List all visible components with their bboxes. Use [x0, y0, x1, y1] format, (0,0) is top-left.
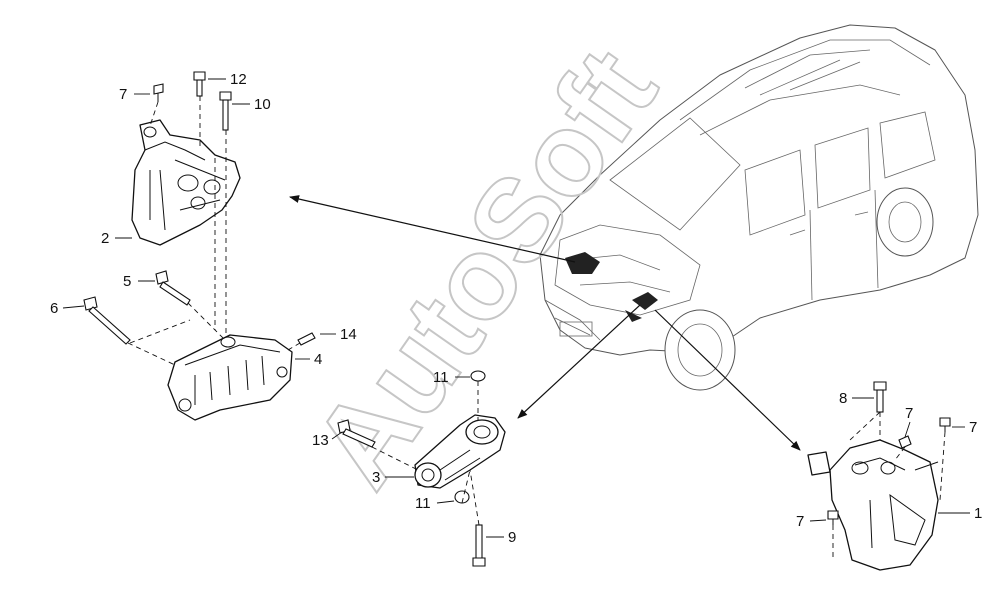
- callout-11-lower: 11: [415, 495, 431, 512]
- bolt-8: [873, 381, 887, 413]
- callout-7-top-left: 7: [119, 86, 127, 103]
- vehicle-illustration: [539, 24, 979, 391]
- bolt-6: [83, 296, 131, 345]
- leader-lines: [62, 78, 970, 538]
- engine-mount-bracket-2: [131, 119, 241, 246]
- torque-rod-3: [414, 414, 506, 489]
- callout-12: 12: [230, 71, 247, 88]
- callout-7-right-bottom: 7: [796, 513, 804, 530]
- callout-6: 6: [50, 300, 58, 317]
- callout-labels: 7 12 10 2 5 6 14 4 11 13 3 11 9 8 7 7 7 …: [50, 71, 982, 546]
- bolt-5: [155, 270, 191, 306]
- bolt-7-right-a: [898, 435, 912, 449]
- nut-11-upper: [470, 370, 486, 382]
- bolt-7-upper-left: [153, 83, 164, 102]
- pointer-arrows: [289, 195, 801, 451]
- bolt-12: [193, 71, 206, 97]
- bolt-10: [219, 91, 232, 131]
- callout-1: 1: [974, 505, 982, 522]
- callout-4: 4: [314, 351, 322, 368]
- transmission-bracket-4: [167, 334, 293, 421]
- callout-3: 3: [372, 469, 380, 486]
- bolt-9: [472, 524, 486, 567]
- callout-8: 8: [839, 390, 847, 407]
- bolt-13: [337, 419, 376, 448]
- callout-5: 5: [123, 273, 131, 290]
- callout-11-upper: 11: [433, 369, 449, 386]
- bolt-7-right-c: [827, 510, 839, 525]
- engine-mount-1: [807, 439, 939, 571]
- callout-9: 9: [508, 529, 516, 546]
- callout-13: 13: [312, 432, 329, 449]
- callout-2: 2: [101, 230, 109, 247]
- bolt-7-right-b: [939, 417, 951, 432]
- stud-14: [297, 332, 316, 346]
- callout-10: 10: [254, 96, 271, 113]
- callout-7-right-top: 7: [905, 405, 913, 422]
- callout-14: 14: [340, 326, 357, 343]
- callout-7-right: 7: [969, 419, 977, 436]
